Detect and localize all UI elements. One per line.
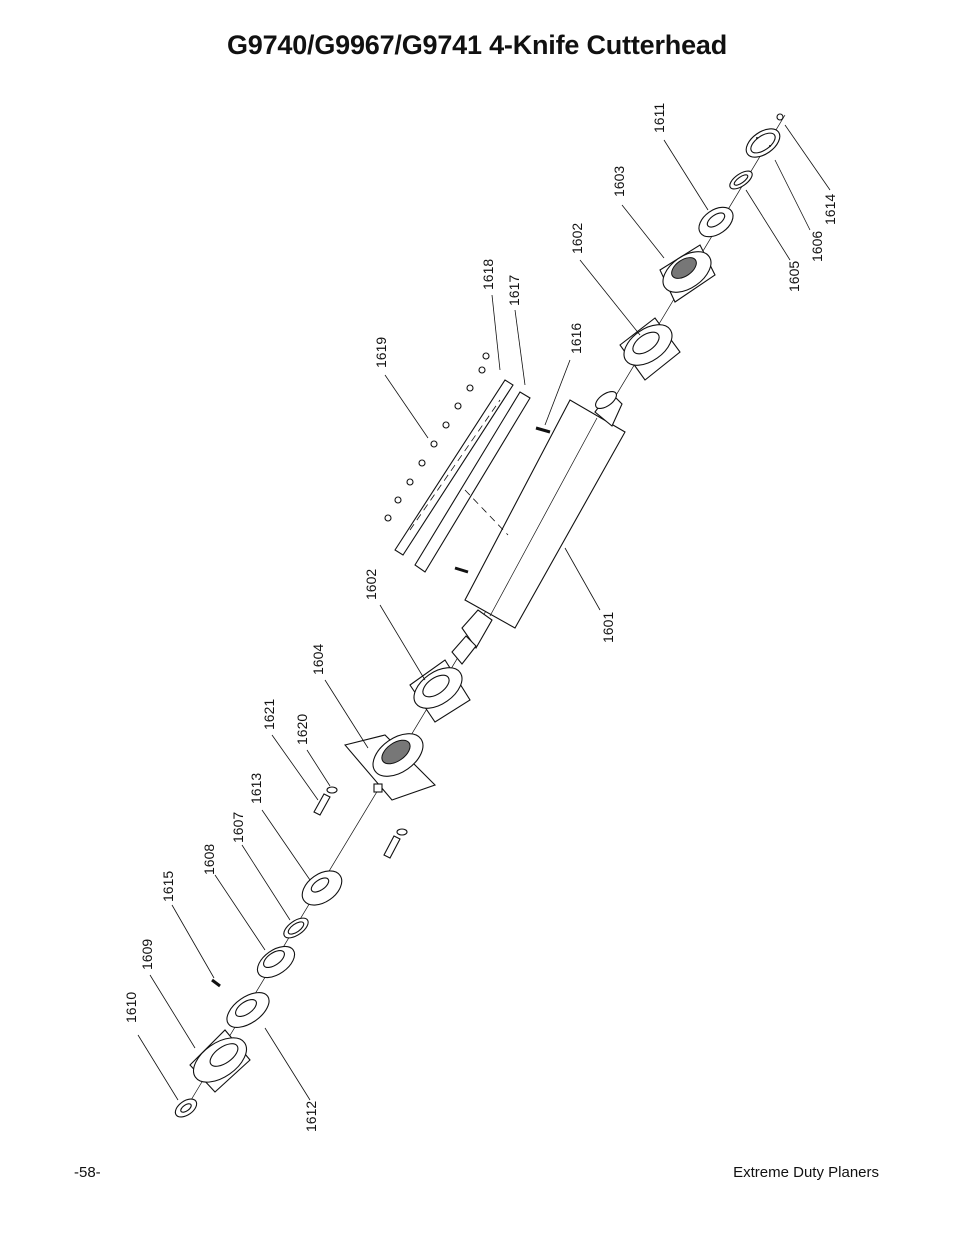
callout-1608: 1608 bbox=[201, 844, 217, 875]
callout-1603: 1603 bbox=[611, 166, 627, 197]
callout-1609: 1609 bbox=[139, 939, 155, 970]
gib-1618 bbox=[394, 379, 514, 556]
bearing-housing-1603 bbox=[659, 244, 716, 303]
gib-bolts-1619 bbox=[384, 352, 490, 522]
callout-1604: 1604 bbox=[310, 644, 326, 675]
callout-1605: 1605 bbox=[786, 261, 802, 292]
callout-1616: 1616 bbox=[568, 323, 584, 354]
spacer-1613 bbox=[301, 870, 343, 906]
pulley-hub-1612 bbox=[226, 992, 270, 1028]
spring-1616 bbox=[454, 426, 551, 574]
callout-1610: 1610 bbox=[123, 992, 139, 1023]
bearing-block-1602-bottom bbox=[409, 659, 471, 723]
bearing-block-1602-top bbox=[619, 317, 681, 381]
page-title: G9740/G9967/G9741 4-Knife Cutterhead bbox=[226, 30, 728, 60]
callout-1620: 1620 bbox=[294, 714, 310, 745]
screw-1614 bbox=[776, 113, 784, 121]
callout-1602-top: 1602 bbox=[569, 223, 585, 254]
assembly-centerline bbox=[464, 489, 509, 536]
bearing-1611 bbox=[698, 206, 734, 238]
end-cap-1606 bbox=[745, 128, 781, 158]
retaining-ring-1607 bbox=[283, 917, 309, 939]
callout-1606: 1606 bbox=[809, 231, 825, 262]
callout-1601: 1601 bbox=[600, 612, 616, 643]
washer-1620 bbox=[326, 786, 408, 836]
callout-1602-bottom: 1602 bbox=[363, 569, 379, 600]
callout-1607: 1607 bbox=[230, 812, 246, 843]
key-1615 bbox=[211, 978, 221, 988]
bolt-1621 bbox=[313, 793, 401, 859]
manual-name: Extreme Duty Planers bbox=[733, 1164, 879, 1181]
nut-1610 bbox=[174, 1098, 198, 1118]
callout-1611: 1611 bbox=[651, 103, 667, 133]
callout-1619: 1619 bbox=[373, 337, 389, 368]
callout-1618: 1618 bbox=[480, 259, 496, 290]
flange-housing-1604 bbox=[344, 733, 437, 801]
callout-1612: 1612 bbox=[303, 1101, 319, 1132]
callout-1617: 1617 bbox=[506, 275, 522, 306]
leader-lines bbox=[137, 124, 831, 1101]
pulley-1609 bbox=[189, 1029, 251, 1093]
bearing-1608 bbox=[256, 945, 296, 979]
cutterhead-1601 bbox=[451, 390, 626, 665]
knife-1617 bbox=[414, 391, 531, 573]
callout-1614: 1614 bbox=[822, 194, 838, 225]
page-number: -58- bbox=[74, 1164, 101, 1181]
callout-1613: 1613 bbox=[248, 773, 264, 804]
callout-1621: 1621 bbox=[261, 699, 277, 730]
callout-1615: 1615 bbox=[160, 871, 176, 902]
retaining-ring-1605 bbox=[729, 170, 753, 190]
